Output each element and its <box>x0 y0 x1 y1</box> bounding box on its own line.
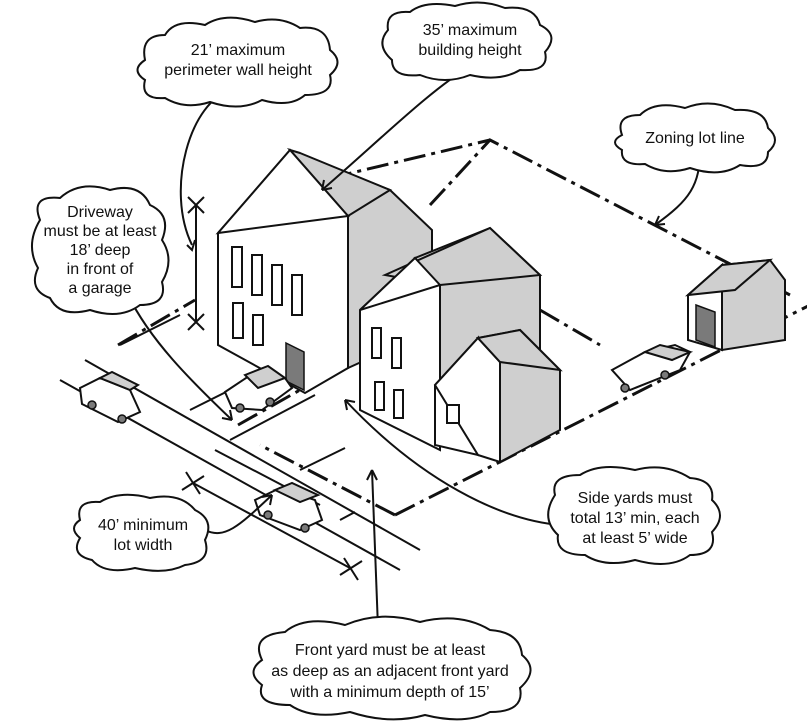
perimeter-wall-line-1: 21’ maximum <box>191 42 286 59</box>
side-yards-line-1: Side yards must <box>578 490 693 507</box>
callout-side-yards: Side yards must total 13’ min, each at l… <box>548 467 720 564</box>
driveway-line-2: must be at least <box>44 223 158 240</box>
height-dimension <box>188 197 204 330</box>
callout-front-yard: Front yard must be at least as deep as a… <box>254 617 531 720</box>
callout-driveway: Driveway must be at least 18’ deep in fr… <box>32 186 169 314</box>
front-yard-line-2: as deep as an adjacent front yard <box>271 663 509 680</box>
building-height-line-1: 35’ maximum <box>423 22 518 39</box>
car-street-left <box>80 372 140 423</box>
callout-lot-width: 40’ minimum lot width <box>74 495 208 571</box>
front-yard-line-3: with a minimum depth of 15’ <box>289 684 489 701</box>
callout-building-height: 35’ maximum building height <box>382 2 551 80</box>
callout-perimeter-wall: 21’ maximum perimeter wall height <box>138 18 338 107</box>
perimeter-wall-line-2: perimeter wall height <box>164 62 312 79</box>
side-yards-line-2: total 13’ min, each <box>570 510 699 527</box>
lot-width-line-1: 40’ minimum <box>98 517 188 534</box>
building-height-line-2: building height <box>418 42 522 59</box>
garage-right <box>688 260 785 350</box>
zoning-lot-line-label: Zoning lot line <box>645 130 745 147</box>
driveway-line-3: 18’ deep <box>70 242 131 259</box>
driveway-line-4: in front of <box>67 261 134 278</box>
lot-width-line-2: lot width <box>114 537 173 554</box>
driveway-line-1: Driveway <box>67 204 133 221</box>
car-street-center <box>255 483 322 532</box>
front-yard-line-1: Front yard must be at least <box>295 642 486 659</box>
driveway-line-5: a garage <box>68 280 131 297</box>
callout-zoning-lot-line: Zoning lot line <box>615 103 775 172</box>
side-yards-line-3: at least 5’ wide <box>582 530 687 547</box>
